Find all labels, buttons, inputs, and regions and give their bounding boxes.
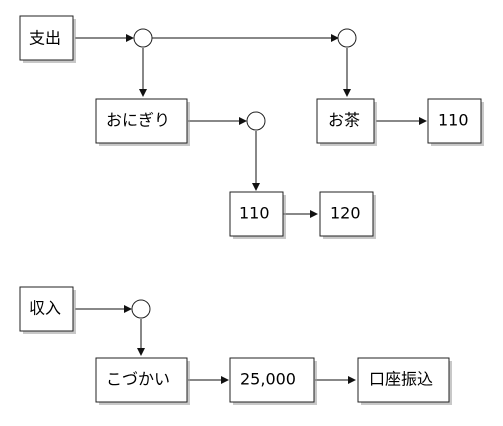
junction-expense-3 <box>246 111 266 131</box>
node-expense-root: 支出 <box>19 15 76 63</box>
node-label: おにぎり <box>106 111 170 130</box>
node-income-root: 収入 <box>19 286 76 334</box>
junctions <box>131 28 357 319</box>
node-onigiri: おにぎり <box>95 98 190 146</box>
node-allowance-method: 口座振込 <box>357 357 452 405</box>
junction-expense-2 <box>337 28 357 48</box>
node-label: 支出 <box>29 29 61 48</box>
node-label: 収入 <box>29 299 61 318</box>
node-label: 120 <box>330 204 361 223</box>
node-label: こづかい <box>106 370 170 389</box>
node-label: お茶 <box>328 111 360 130</box>
junction-expense-1 <box>133 28 153 48</box>
node-allowance-value: 25,000 <box>229 357 317 405</box>
node-onigiri-value-1: 110 <box>229 191 286 239</box>
node-allowance: こづかい <box>95 357 190 405</box>
node-label: 110 <box>239 204 270 223</box>
node-onigiri-value-2: 120 <box>319 191 376 239</box>
node-label: 110 <box>438 111 469 130</box>
junction-income-1 <box>131 299 151 319</box>
node-tea: お茶 <box>316 98 377 146</box>
node-tea-value: 110 <box>427 98 484 146</box>
node-label: 口座振込 <box>369 370 433 389</box>
expense-edges <box>75 34 427 218</box>
income-edges <box>75 305 356 384</box>
node-label: 25,000 <box>240 370 296 389</box>
